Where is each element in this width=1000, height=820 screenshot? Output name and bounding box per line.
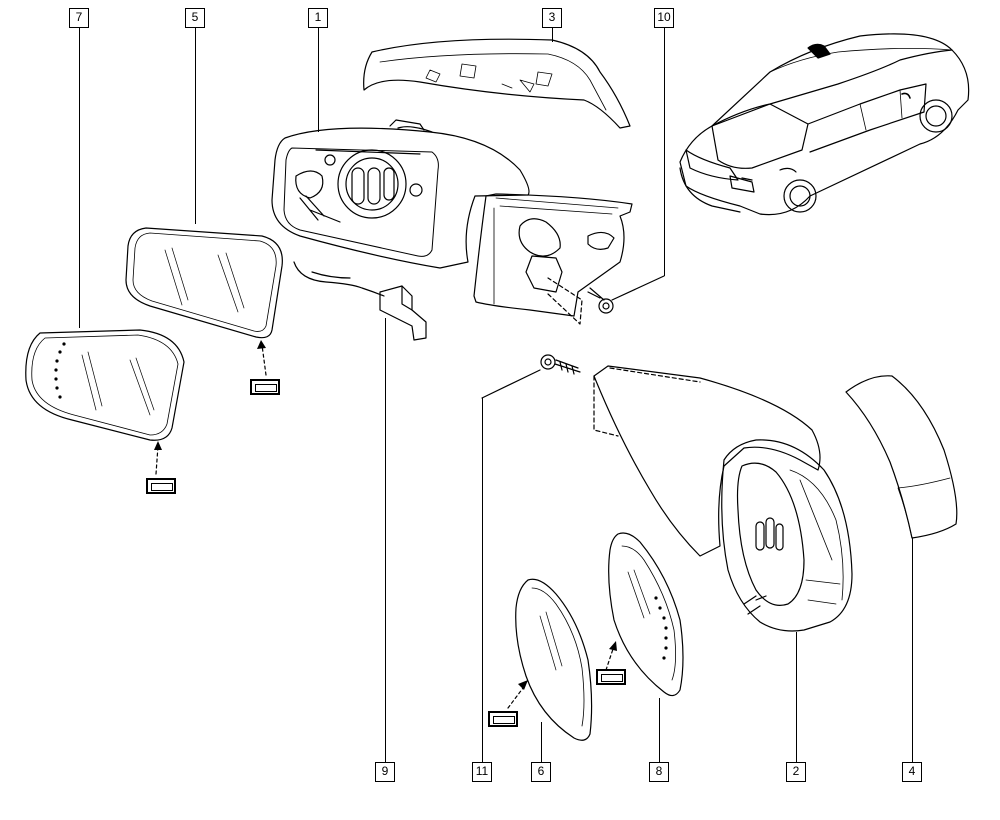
leader-line-7 <box>79 28 80 328</box>
callout-2: 2 <box>786 762 806 782</box>
bolt-10 <box>587 275 665 314</box>
callout-3: 3 <box>542 8 562 28</box>
callout-9: 9 <box>375 762 395 782</box>
mirror-housing-frame <box>271 119 530 269</box>
callout-4: 4 <box>902 762 922 782</box>
callout-1: 1 <box>308 8 328 28</box>
leader-line-4 <box>912 538 913 762</box>
leader-line-6 <box>541 722 542 762</box>
callout-8: 8 <box>649 762 669 782</box>
reference-tag <box>488 711 518 727</box>
callout-6: 6 <box>531 762 551 782</box>
callout-11: 11 <box>472 762 492 782</box>
leader-line-11 <box>482 398 483 762</box>
leader-line-5 <box>195 28 196 224</box>
car-illustration <box>679 33 970 216</box>
mirror-base-assembly <box>473 193 633 325</box>
callout-5: 5 <box>185 8 205 28</box>
reference-tag <box>596 669 626 685</box>
callout-7: 7 <box>69 8 89 28</box>
leader-line-3 <box>552 28 553 42</box>
leader-line-1 <box>318 28 319 132</box>
leader-line-9 <box>385 318 386 762</box>
callout-10: 10 <box>654 8 674 28</box>
mirror-glass-with-indicator <box>25 329 185 441</box>
wire-sensor-connector <box>293 261 427 341</box>
mirror-glass <box>125 227 283 339</box>
leader-line-2 <box>796 632 797 762</box>
leader-line-10 <box>664 28 665 276</box>
reference-tag <box>250 379 280 395</box>
glass-6 <box>515 578 593 741</box>
glass-8 <box>608 532 684 697</box>
screw-11 <box>481 354 581 399</box>
mirror-cover-cap <box>363 38 631 129</box>
arrowheads <box>154 340 617 690</box>
outer-mirror-cap <box>845 375 958 539</box>
mirror-assembly <box>593 365 853 632</box>
leader-line-8 <box>659 698 660 762</box>
reference-tag <box>146 478 176 494</box>
